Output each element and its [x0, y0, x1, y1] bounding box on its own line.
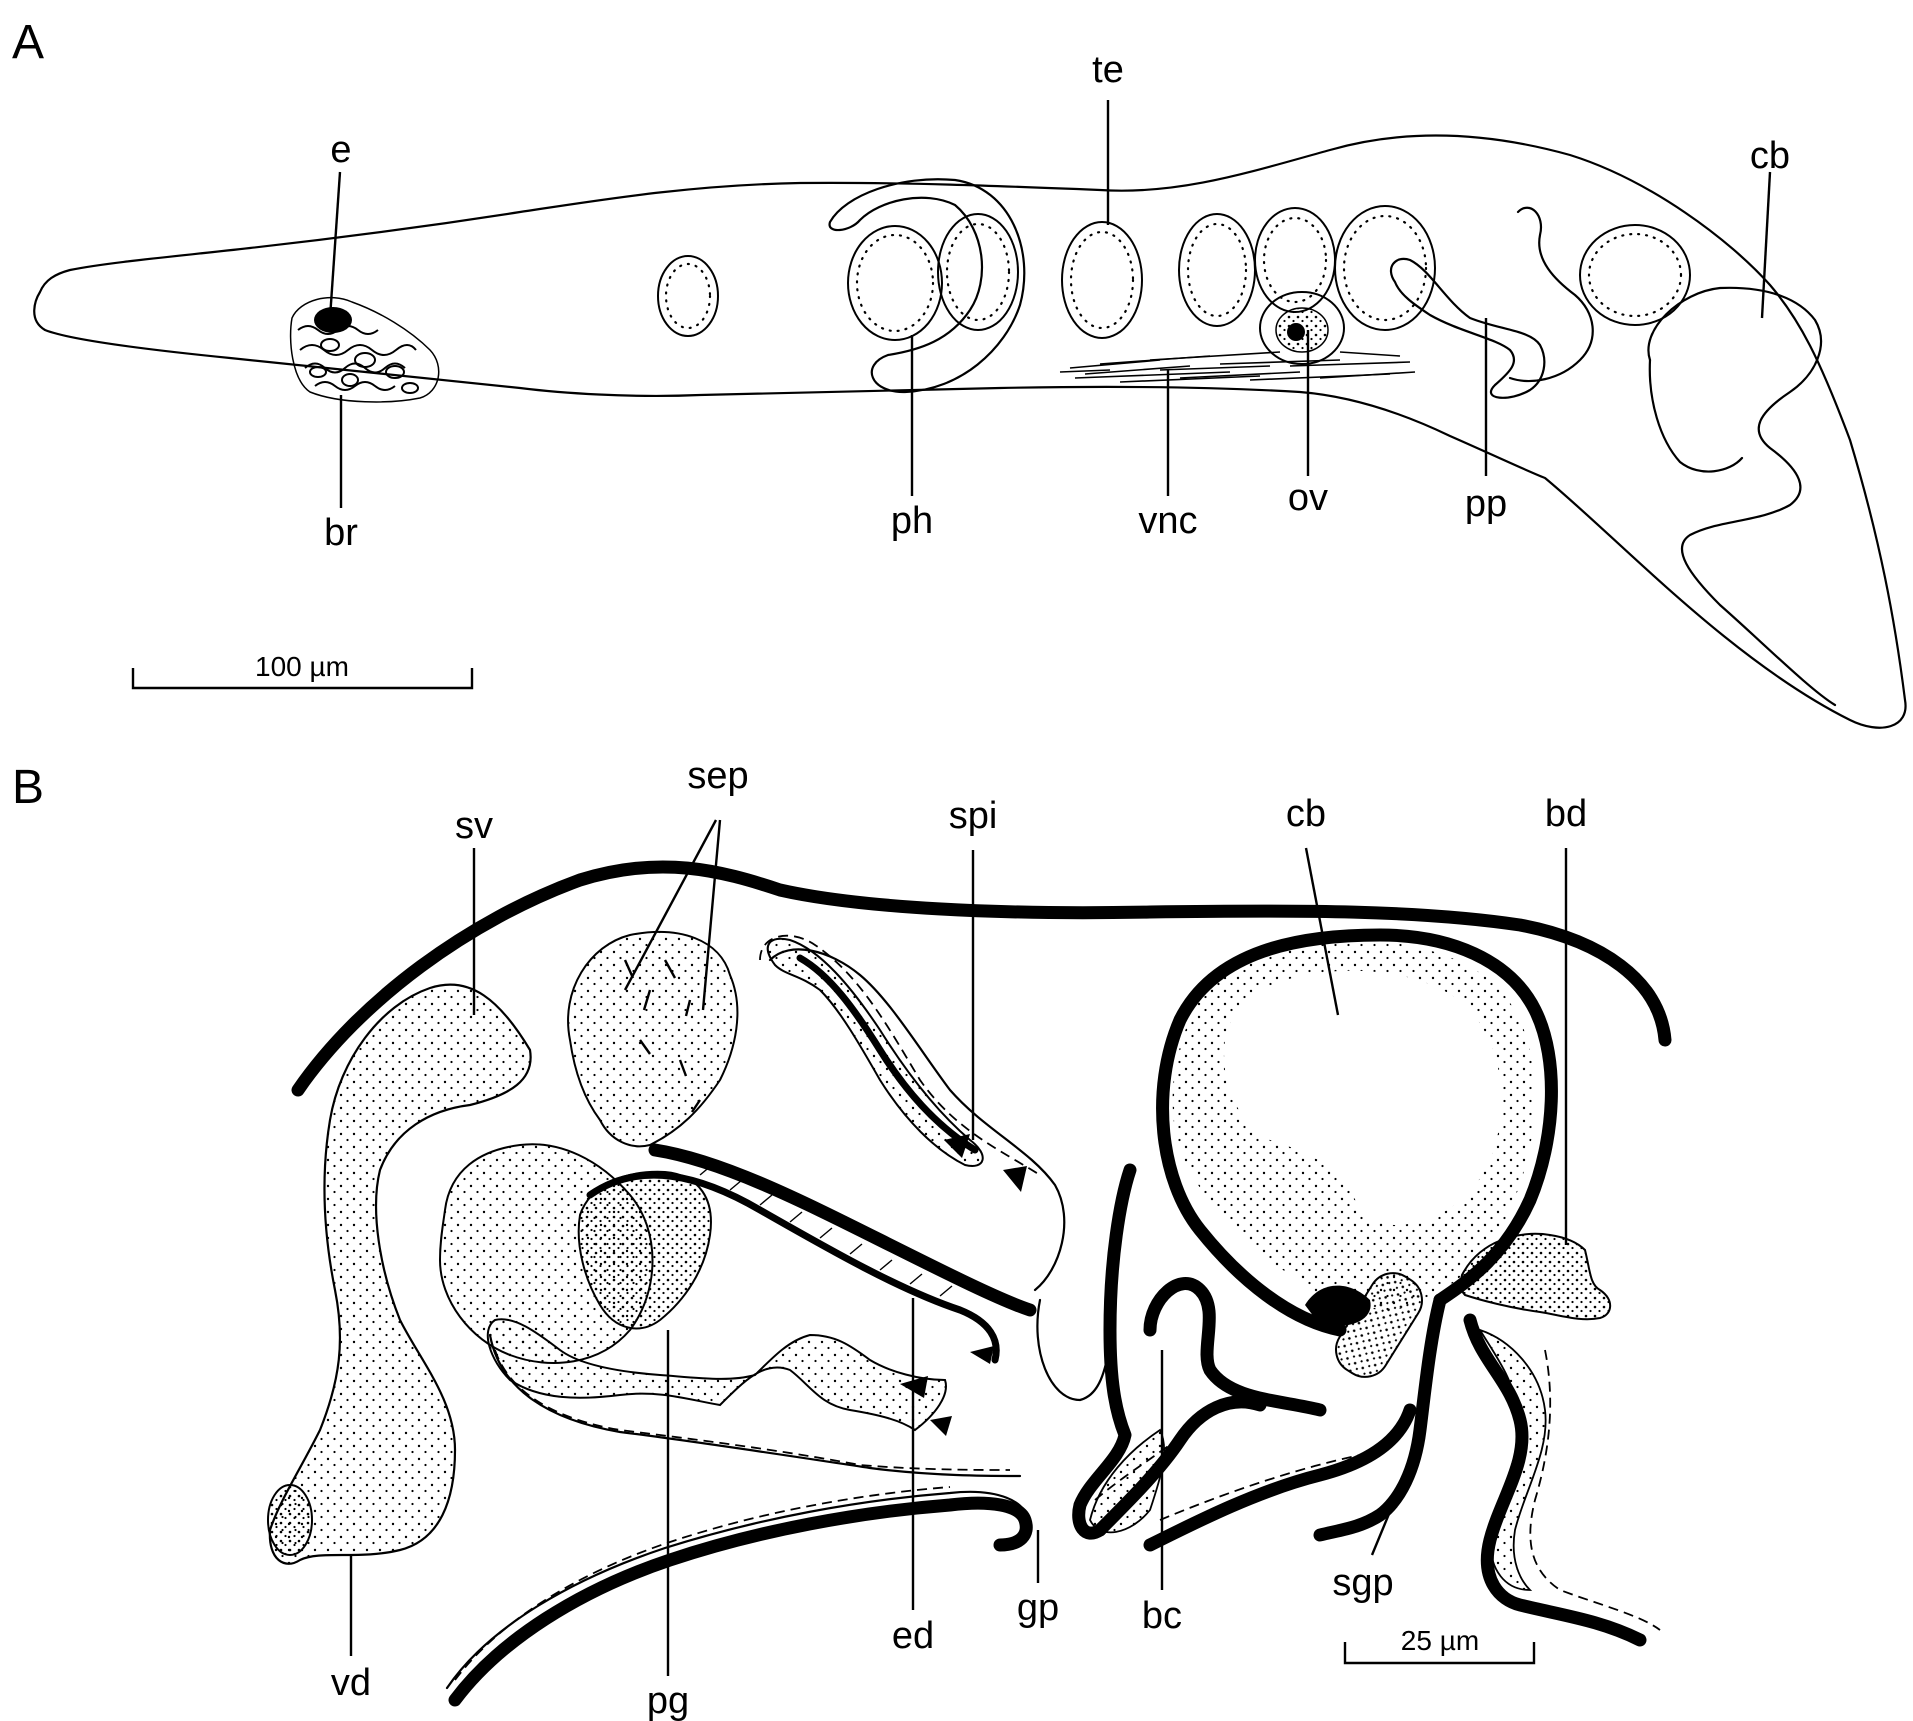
bursa-wall: [1156, 928, 1558, 1337]
bursa-lumen: [1224, 970, 1502, 1225]
label-bc: bc: [1142, 1595, 1182, 1637]
bursa-duct-right: [1313, 1293, 1447, 1542]
ventral-nerve-cord: [1059, 351, 1416, 383]
dorsal-epidermis: [291, 860, 1672, 1097]
ventral-epidermis-dash: [454, 1486, 951, 1681]
copulatory-bursa-a: [1647, 286, 1837, 707]
leader-lines-a: [328, 100, 1772, 508]
label-sv: sv: [455, 805, 493, 847]
penis-sheath-dash: [494, 1349, 1011, 1471]
label-br: br: [324, 512, 358, 554]
right-canal-dash: [1529, 1349, 1661, 1631]
duct-loop: [1508, 206, 1594, 382]
seminal-duct-region: [567, 931, 739, 1148]
penis-papilla-b: [768, 948, 1066, 1292]
panel-a: A: [12, 16, 1907, 729]
label-sgp: sgp: [1332, 1562, 1393, 1604]
scale-bar-b-label: 25 µm: [1401, 1625, 1479, 1656]
label-cb-a: cb: [1750, 135, 1790, 177]
bursa-stalk-capsule: [1335, 1272, 1423, 1378]
eye: [314, 307, 352, 333]
scale-bar-a: 100 µm: [131, 651, 474, 690]
sep-dashes: [623, 959, 701, 1113]
label-cb-b: cb: [1286, 793, 1326, 835]
label-ov: ov: [1288, 477, 1328, 519]
label-vd: vd: [331, 1662, 371, 1704]
ed-hatching: [699, 1164, 953, 1297]
panel-b: B: [12, 755, 1672, 1721]
scale-bar-a-label: 100 µm: [255, 651, 349, 682]
atrium-dash: [1094, 1419, 1361, 1521]
atrium-outline: [1036, 1298, 1112, 1402]
bursa-fold: [1648, 358, 1744, 473]
spine-duct-dark: [796, 954, 979, 1154]
label-spi: spi: [949, 795, 998, 837]
ventral-epidermis: [448, 1496, 1033, 1707]
bursal-canal: [1072, 1163, 1137, 1540]
panel-a-letter: A: [12, 16, 44, 69]
label-sep: sep: [687, 755, 748, 797]
testes: [847, 205, 1691, 341]
leader-lines-b: [349, 819, 1568, 1676]
bursal-stalk-dark: [1143, 1277, 1327, 1417]
atrium-lower: [1143, 1403, 1417, 1552]
label-ph: ph: [891, 500, 933, 542]
label-pg: pg: [647, 1680, 689, 1721]
pharynx: [828, 178, 1026, 394]
ventral-epidermis-outer: [445, 1490, 1030, 1690]
label-bd: bd: [1545, 793, 1587, 835]
label-pp: pp: [1465, 483, 1507, 525]
ejaculatory-duct: [586, 1171, 1000, 1364]
body-outline: [33, 134, 1907, 729]
vas-deferens-end: [267, 1484, 313, 1556]
bursal-duct: [1459, 1232, 1612, 1321]
brain: [289, 296, 440, 403]
scale-bar-b: 25 µm: [1343, 1625, 1536, 1665]
penis-papilla: [1389, 257, 1546, 399]
label-vnc: vnc: [1138, 500, 1197, 542]
right-canal-stipple: [1477, 1328, 1547, 1591]
right-canal: [1463, 1313, 1647, 1647]
label-e: e: [330, 129, 351, 171]
seminal-vesicle: [268, 983, 532, 1565]
ovary: [1259, 291, 1345, 365]
penis-sheath: [486, 1318, 947, 1432]
ejaculatory-duct-outer: [648, 1143, 1037, 1317]
label-ed: ed: [892, 1615, 934, 1657]
spine-duct-dash: [759, 934, 1041, 1176]
penis-sheath-outer: [488, 1333, 1022, 1478]
panel-b-letter: B: [12, 761, 44, 814]
label-gp: gp: [1017, 1587, 1059, 1629]
label-te: te: [1092, 49, 1124, 91]
testis-anterior: [657, 255, 719, 337]
